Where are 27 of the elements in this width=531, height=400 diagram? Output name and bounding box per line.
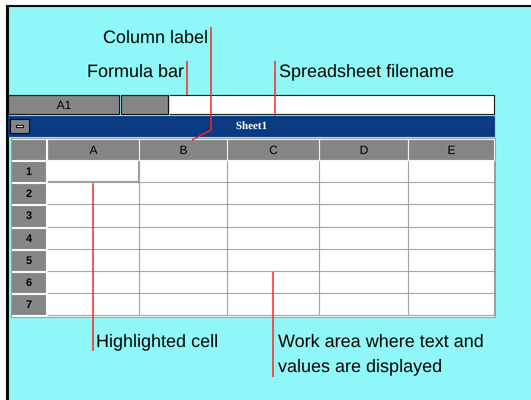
callout-text: Formula bar: [60, 59, 184, 83]
cell-reference-box: A1: [8, 95, 120, 115]
row-header: 3: [12, 206, 46, 227]
column-header: D: [320, 140, 408, 160]
callout-text: Work area where text and values are displayed: [278, 329, 518, 379]
leader-line: [186, 61, 188, 95]
column-header: E: [409, 140, 494, 160]
leader-line: [272, 272, 274, 377]
leader-line: [274, 61, 276, 116]
row-header: 1: [12, 162, 46, 182]
row-header: 2: [12, 184, 46, 204]
row-header: 4: [12, 228, 46, 249]
highlighted-cell: [48, 161, 140, 184]
column-header: A: [48, 140, 139, 160]
row-header: 7: [12, 295, 46, 316]
formula-input-field: [170, 95, 495, 115]
callout-text: Spreadsheet filename: [279, 59, 489, 83]
title-bar: Sheet1: [8, 116, 495, 137]
column-header: B: [140, 140, 227, 160]
callout-text: Column label: [80, 25, 208, 49]
column-header: C: [228, 140, 319, 160]
spreadsheet-cell: [228, 250, 320, 272]
callout-text: Highlighted cell: [96, 329, 246, 353]
leader-line: [92, 183, 94, 351]
row-header: 6: [12, 273, 46, 294]
leader-line: [192, 27, 212, 141]
row-header: 5: [12, 250, 46, 271]
